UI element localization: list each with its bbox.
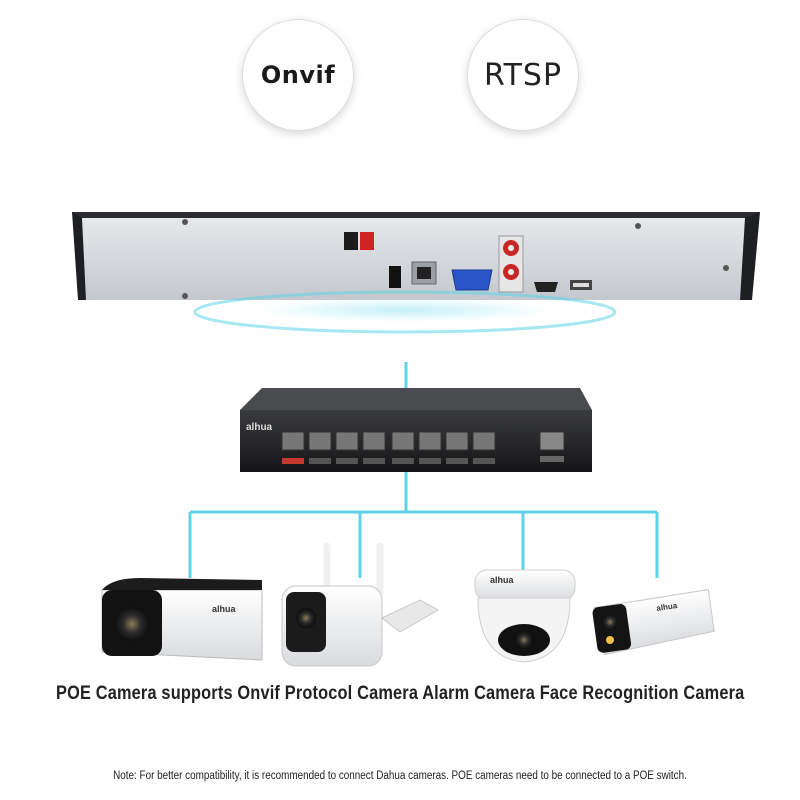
hdmi-port [534,282,558,292]
camera-dome: alhua [474,569,576,663]
camera-wifi-bullet [281,542,440,667]
rtsp-logo-text: RTSP [483,57,563,93]
camera-brand-3: alhua [490,575,515,585]
onvif-badge: Onvif [243,20,353,130]
nvr-recorder [72,212,760,300]
camera-lens [296,608,316,628]
camera-bullet: alhua [101,578,263,661]
caption-text: POE Camera supports Onvif Protocol Camer… [56,683,745,704]
poe-switch: alhua [240,388,592,472]
switch-ports [281,431,496,464]
vga-port [451,269,493,291]
note-text: Note: For better compatibility, it is re… [113,770,687,782]
camera-lens [602,614,618,630]
camera-lens [515,631,533,649]
camera-links [188,472,659,578]
uplink-port [539,431,565,451]
switch-brand-logo: alhua [246,422,273,433]
camera-brand-1: alhua [212,604,237,614]
camera-lens [114,606,150,642]
signal-arc [193,290,617,334]
camera-brand-4: alhua [656,601,678,613]
camera-bullet-warm: alhua [592,589,715,656]
rtsp-badge: RTSP [468,20,578,130]
onvif-logo-text: Onvif [260,61,336,89]
dc-jack [389,266,401,288]
power-switch [344,232,358,250]
